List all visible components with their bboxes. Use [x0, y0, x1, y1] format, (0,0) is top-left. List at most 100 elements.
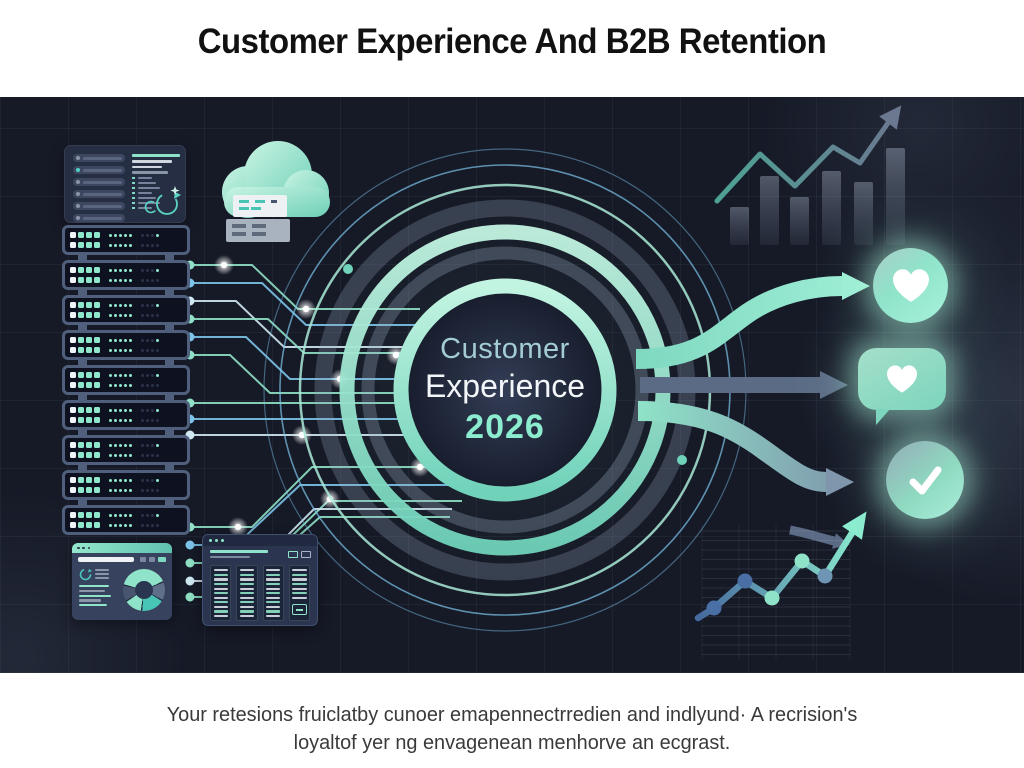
table-row-line: [292, 592, 307, 595]
led-light: [141, 373, 144, 377]
led-light: [86, 312, 92, 318]
table-row-line: [266, 578, 281, 581]
led-light: [141, 268, 144, 272]
bullet-line: [137, 186, 160, 189]
led-light: [129, 348, 132, 352]
led-light: [86, 407, 92, 413]
bullet-row: [132, 206, 180, 209]
table-button: [292, 604, 307, 616]
led-light: [146, 278, 149, 282]
table-columns: [203, 560, 317, 626]
pill-bar: [83, 216, 122, 220]
menu-pill: [73, 214, 125, 222]
led-light: [119, 408, 122, 412]
led-light: [78, 417, 84, 423]
menu-pill: [73, 202, 125, 210]
table-column: [236, 565, 258, 622]
bullet-row: [132, 196, 180, 199]
mini-lines: [95, 568, 117, 581]
led-light: [141, 478, 144, 482]
led-light: [156, 233, 159, 237]
led-light: [86, 232, 92, 238]
led-light: [129, 443, 132, 447]
led-light: [78, 382, 84, 388]
table-row-line: [239, 614, 254, 618]
led-light: [141, 418, 144, 422]
led-gap: [102, 340, 107, 341]
rack-connector: [62, 325, 190, 330]
server-unit: [62, 470, 190, 500]
pill-dot-icon: [76, 192, 80, 196]
led-light: [109, 303, 112, 307]
table-row-line: [239, 601, 254, 604]
led-light: [109, 348, 112, 352]
led-light: [151, 278, 154, 282]
hub-line-1: Customer: [440, 333, 570, 365]
connector-tab: [165, 290, 174, 295]
led-light: [141, 453, 144, 457]
led-light: [124, 513, 127, 517]
led-light: [124, 408, 127, 412]
led-light: [94, 417, 100, 423]
led-row: [70, 522, 182, 529]
connector-tab: [78, 290, 87, 295]
led-light: [114, 233, 117, 237]
led-light: [94, 512, 100, 518]
led-light: [156, 338, 159, 342]
url-field: [78, 557, 134, 562]
led-gap: [102, 525, 107, 526]
led-gap: [102, 385, 107, 386]
table-row-line: [266, 569, 281, 572]
table-row-line: [213, 578, 228, 581]
menu-pill: [73, 166, 125, 174]
led-gap: [102, 455, 107, 456]
bullet-line: [137, 206, 152, 209]
led-light: [114, 268, 117, 272]
menu-pill: [73, 154, 125, 162]
led-light: [146, 418, 149, 422]
led-row: [70, 417, 182, 424]
led-gap: [102, 375, 107, 376]
led-light: [78, 452, 84, 458]
led-gap: [134, 480, 139, 481]
led-light: [114, 488, 117, 492]
connector-tab: [165, 395, 174, 400]
toolbar-icon: [149, 557, 155, 562]
led-row: [70, 267, 182, 274]
line-chart: [694, 511, 867, 659]
table-row-line: [266, 596, 281, 599]
pill-bar: [83, 180, 122, 184]
led-light: [124, 383, 127, 387]
led-light: [141, 513, 144, 517]
led-light: [119, 243, 122, 247]
hub-label: Customer Experience 2026: [425, 333, 585, 447]
led-light: [124, 278, 127, 282]
text-lines: [79, 585, 117, 607]
server-unit: [62, 365, 190, 395]
led-light: [156, 303, 159, 307]
bullet-row: [132, 186, 180, 189]
led-light: [156, 373, 159, 377]
led-light: [146, 383, 149, 387]
led-gap: [134, 420, 139, 421]
led-light: [70, 302, 76, 308]
led-light: [141, 338, 144, 342]
table-row-line: [239, 578, 254, 581]
led-gap: [134, 385, 139, 386]
donut-chart-icon: [123, 569, 165, 611]
led-light: [119, 233, 122, 237]
browser-left-pane: [79, 568, 117, 611]
led-light: [109, 488, 112, 492]
connector-tab: [165, 255, 174, 260]
led-light: [78, 347, 84, 353]
led-light: [70, 337, 76, 343]
led-light: [129, 373, 132, 377]
led-light: [109, 278, 112, 282]
led-light: [78, 407, 84, 413]
hub-year: 2026: [465, 408, 545, 446]
pill-bar: [83, 204, 122, 208]
sync-row: [79, 568, 117, 581]
browser-titlebar: [72, 543, 172, 553]
led-light: [156, 268, 159, 272]
